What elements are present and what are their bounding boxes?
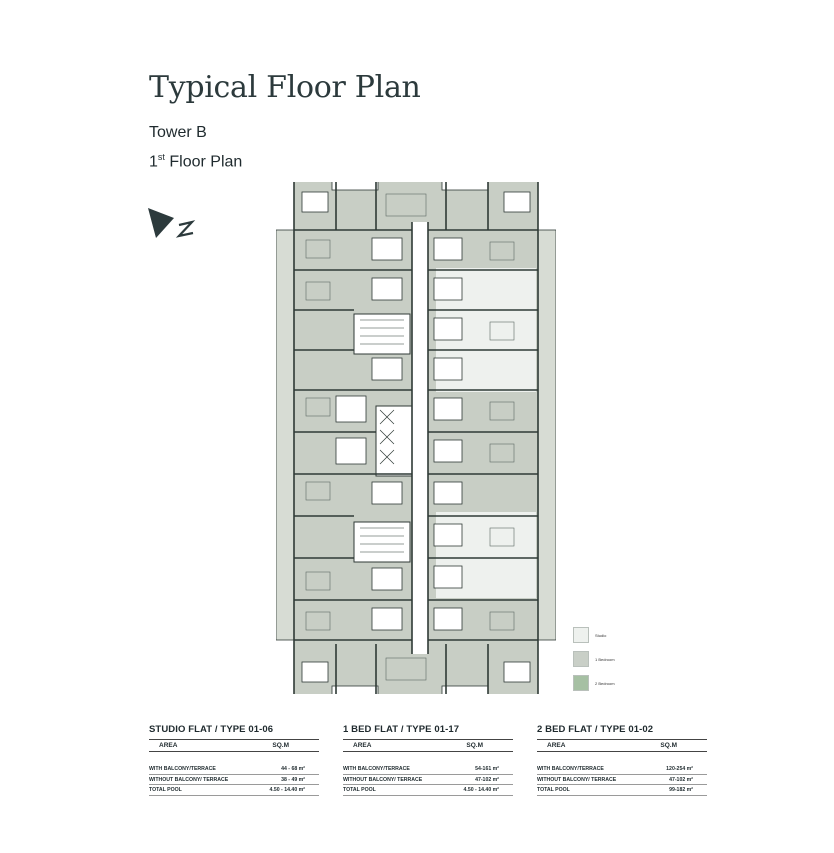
tower-label: Tower B bbox=[149, 124, 207, 141]
north-arrow-icon bbox=[148, 208, 196, 238]
table-title: STUDIO FLAT / TYPE 01-06 bbox=[149, 724, 274, 735]
table-header: AREA SQ.M bbox=[149, 739, 319, 752]
two-bed-table: 2 BED FLAT / TYPE 01-02 AREA SQ.M WITH B… bbox=[537, 724, 707, 796]
legend-swatch-2-bedroom bbox=[573, 675, 589, 691]
legend-item-studio: Studio bbox=[573, 626, 615, 644]
floor-label: 1st Floor Plan bbox=[149, 152, 243, 171]
table-header: AREA SQ.M bbox=[343, 739, 513, 752]
legend-swatch-1-bedroom bbox=[573, 651, 589, 667]
studio-table: STUDIO FLAT / TYPE 01-06 AREA SQ.M WITH … bbox=[149, 724, 319, 796]
legend-swatch-studio bbox=[573, 627, 589, 643]
legend-item-1-bedroom: 1 Bedroom bbox=[573, 650, 615, 668]
table-title: 1 BED FLAT / TYPE 01-17 bbox=[343, 724, 460, 735]
floor-plan bbox=[276, 182, 556, 694]
page-title: Typical Floor Plan bbox=[149, 70, 421, 105]
legend-item-2-bedroom: 2 Bedroom bbox=[573, 674, 615, 692]
table-header: AREA SQ.M bbox=[537, 739, 707, 752]
plan-subtitle: Tower B 1st Floor Plan bbox=[149, 121, 242, 174]
one-bed-table: 1 BED FLAT / TYPE 01-17 AREA SQ.M WITH B… bbox=[343, 724, 513, 796]
table-title: 2 BED FLAT / TYPE 01-02 bbox=[537, 724, 654, 735]
legend: Studio 1 Bedroom 2 Bedroom bbox=[573, 626, 615, 698]
